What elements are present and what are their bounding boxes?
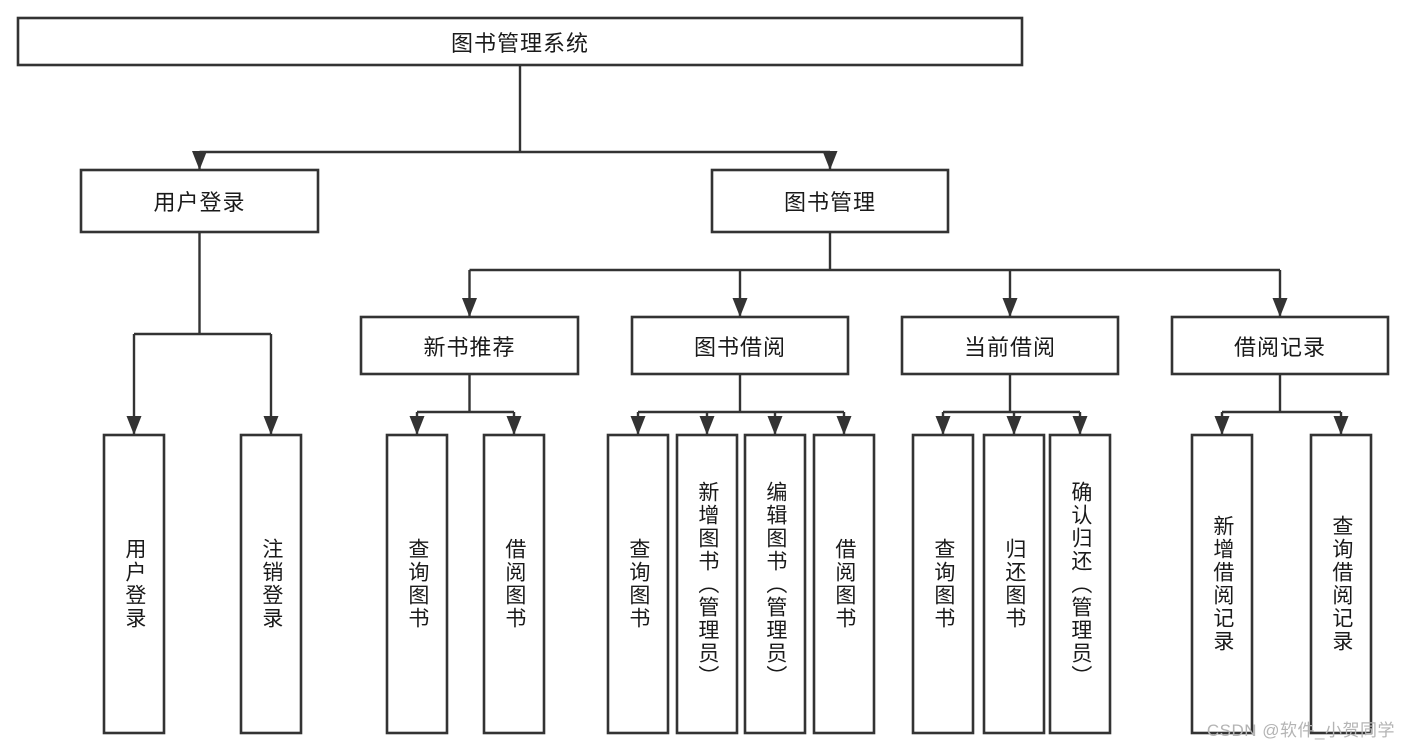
arrow-head-icon-l3-1-1 — [699, 416, 715, 435]
node-box-leaf-5[interactable] — [675, 433, 739, 735]
boxes-layer — [16, 16, 1390, 735]
arrow-head-icon-l3-0-0 — [409, 416, 425, 435]
node-box-leaf-7[interactable] — [812, 433, 876, 735]
arrow-head-icon-user-login-0 — [126, 416, 142, 435]
arrow-head-icon-root-1 — [822, 151, 838, 170]
node-box-leaf-0[interactable] — [102, 433, 166, 735]
node-box-leaf-8[interactable] — [911, 433, 975, 735]
node-box-leaf-12[interactable] — [1309, 433, 1373, 735]
node-box-leaf-4[interactable] — [606, 433, 670, 735]
arrow-head-icon-l3-3-0 — [1214, 416, 1230, 435]
arrow-head-icon-user-login-1 — [263, 416, 279, 435]
arrow-head-icon-book-mgmt-1 — [732, 298, 748, 317]
node-box-leaf-3[interactable] — [482, 433, 546, 735]
node-box-level2-1[interactable] — [710, 168, 950, 234]
arrow-head-icon-l3-2-1 — [1006, 416, 1022, 435]
arrow-head-icon-l3-1-0 — [630, 416, 646, 435]
node-box-level2-0[interactable] — [79, 168, 320, 234]
node-box-leaf-1[interactable] — [239, 433, 303, 735]
watermark-text: CSDN @软件_小贺同学 — [1206, 721, 1395, 740]
node-box-leaf-6[interactable] — [743, 433, 807, 735]
node-box-level3-0[interactable] — [359, 315, 580, 376]
node-box-leaf-9[interactable] — [982, 433, 1046, 735]
node-box-level3-1[interactable] — [630, 315, 850, 376]
arrow-head-icon-book-mgmt-3 — [1272, 298, 1288, 317]
arrow-head-icon-l3-2-0 — [935, 416, 951, 435]
connectors-layer — [126, 65, 1349, 435]
node-box-level3-2[interactable] — [900, 315, 1120, 376]
arrow-head-icon-l3-1-3 — [836, 416, 852, 435]
arrow-head-icon-l3-1-2 — [767, 416, 783, 435]
arrow-head-icon-l3-2-2 — [1072, 416, 1088, 435]
arrow-head-icon-l3-0-1 — [506, 416, 522, 435]
node-box-level3-3[interactable] — [1170, 315, 1390, 376]
node-box-leaf-2[interactable] — [385, 433, 449, 735]
arrow-head-icon-root-0 — [192, 151, 207, 170]
arrow-head-icon-l3-3-1 — [1333, 416, 1349, 435]
node-box-root-0[interactable] — [16, 16, 1024, 67]
arrow-head-icon-book-mgmt-0 — [462, 298, 477, 317]
node-box-leaf-11[interactable] — [1190, 433, 1254, 735]
arrow-head-icon-book-mgmt-2 — [1002, 298, 1018, 317]
node-box-leaf-10[interactable] — [1048, 433, 1112, 735]
